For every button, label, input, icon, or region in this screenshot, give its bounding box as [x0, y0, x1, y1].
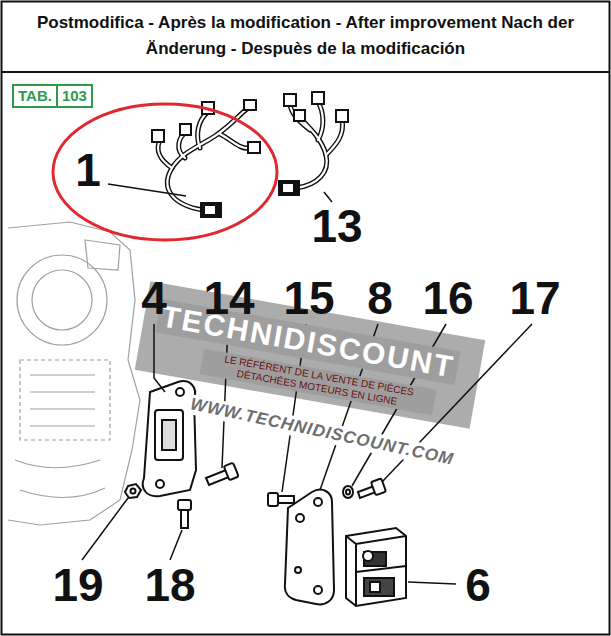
- callout-number: 1: [75, 146, 101, 194]
- engine-outline: [8, 222, 140, 525]
- callout-number: 17: [509, 274, 560, 322]
- leader-14: [222, 324, 228, 468]
- callout-number: 19: [52, 561, 103, 609]
- screw-18: [178, 500, 191, 528]
- screw-15: [268, 493, 294, 506]
- callout-number: 13: [311, 202, 362, 250]
- engine-boss: [85, 240, 120, 270]
- plate-8: [285, 490, 334, 605]
- header-rule: [2, 71, 610, 73]
- leader-lines: [82, 184, 532, 584]
- engine-base: [15, 460, 105, 497]
- leader-13: [324, 192, 332, 202]
- engine-fins: [30, 375, 95, 426]
- leader-1: [108, 184, 186, 196]
- table-tag: TAB.103: [12, 84, 93, 108]
- engine-cover: [20, 360, 110, 440]
- callout-number: 8: [367, 274, 393, 322]
- engine-housing: [8, 222, 140, 525]
- nut-19: [125, 484, 141, 498]
- table-tag-text: 103: [56, 86, 91, 106]
- callout-number: 15: [283, 274, 334, 322]
- leader-18: [170, 530, 182, 560]
- callout-number: 6: [465, 561, 491, 609]
- module-6: [346, 528, 406, 606]
- callout-number: 16: [422, 274, 473, 322]
- leader-19: [82, 498, 128, 560]
- callout-number: 18: [144, 561, 195, 609]
- page-title: Postmodifica - Après la modification - A…: [15, 10, 596, 62]
- washer-16: [343, 486, 353, 498]
- callout-number: 14: [203, 274, 254, 322]
- callout-number: 4: [141, 274, 167, 322]
- highlight-ellipse: [53, 104, 277, 240]
- wiring-harness-13: [278, 92, 348, 196]
- wiring-harness-1: [152, 100, 260, 218]
- leader-4: [154, 324, 165, 392]
- table-tag-text: TAB.: [14, 86, 56, 106]
- engine-hub: [32, 270, 92, 330]
- leader-6: [408, 582, 456, 584]
